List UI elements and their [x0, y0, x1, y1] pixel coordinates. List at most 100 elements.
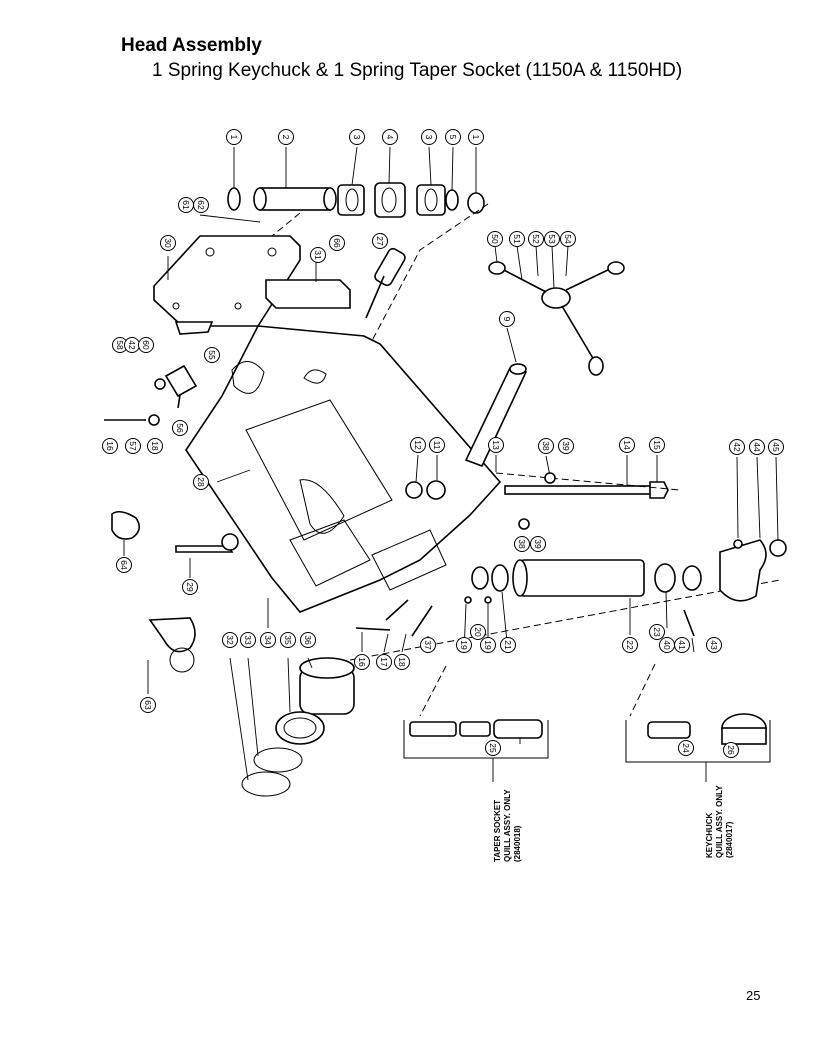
svg-text:2: 2	[281, 135, 291, 140]
svg-text:52: 52	[531, 234, 541, 244]
svg-text:28: 28	[196, 477, 206, 487]
svg-text:57: 57	[128, 441, 138, 451]
svg-text:18: 18	[397, 657, 407, 667]
callout-16: 16	[354, 654, 370, 670]
callout-18: 18	[394, 654, 410, 670]
svg-text:60: 60	[141, 340, 151, 350]
taper-label-line-3: (2840018)	[513, 825, 522, 862]
svg-text:19: 19	[483, 640, 493, 650]
svg-text:3: 3	[352, 135, 362, 140]
callout-3: 3	[349, 129, 365, 145]
svg-text:45: 45	[771, 442, 781, 452]
page-number: 25	[746, 988, 761, 1003]
callout-33: 33	[240, 632, 256, 648]
callout-24: 24	[678, 740, 694, 756]
svg-text:27: 27	[375, 236, 385, 246]
page-subtitle: 1 Spring Keychuck & 1 Spring Taper Socke…	[152, 60, 683, 81]
taper-socket-quill-assy	[403, 665, 549, 782]
svg-text:21: 21	[503, 640, 513, 650]
svg-text:39: 39	[533, 539, 543, 549]
callout-42: 42	[729, 439, 745, 455]
taper-socket-label: TAPER SOCKET QUILL ASSY. ONLY (2840018)	[493, 789, 522, 862]
svg-text:64: 64	[119, 560, 129, 570]
callout-35: 35	[280, 632, 296, 648]
callout-19: 19	[480, 637, 496, 653]
svg-text:12: 12	[413, 440, 423, 450]
callout-37: 37	[420, 637, 436, 653]
svg-text:15: 15	[652, 440, 662, 450]
svg-text:63: 63	[143, 700, 153, 710]
spindle-parts-row	[227, 146, 489, 421]
handle-hub	[365, 245, 625, 376]
svg-text:37: 37	[423, 640, 433, 650]
callout-45: 45	[768, 439, 784, 455]
callout-18: 18	[147, 438, 163, 454]
callout-44: 44	[749, 439, 765, 455]
callout-36: 36	[300, 632, 316, 648]
callout-21: 21	[500, 637, 516, 653]
svg-text:39: 39	[561, 441, 571, 451]
svg-text:24: 24	[681, 743, 691, 753]
callout-28: 28	[193, 474, 209, 490]
svg-text:18: 18	[150, 441, 160, 451]
svg-text:26: 26	[726, 745, 736, 755]
callout-30: 30	[160, 235, 176, 251]
callout-56: 56	[172, 420, 188, 436]
keychuck-arm	[719, 456, 787, 602]
svg-text:36: 36	[303, 635, 313, 645]
svg-text:32: 32	[225, 635, 235, 645]
svg-text:34: 34	[263, 635, 273, 645]
callout-14: 14	[619, 437, 635, 453]
rack-assembly	[405, 454, 681, 530]
callout-16: 16	[102, 438, 118, 454]
cover-plate-group	[153, 214, 351, 335]
callout-50: 50	[487, 231, 503, 247]
svg-text:33: 33	[243, 635, 253, 645]
callout-52: 52	[528, 231, 544, 247]
svg-text:16: 16	[105, 441, 115, 451]
callout-40: 40	[659, 637, 675, 653]
callout-39: 39	[530, 536, 546, 552]
svg-text:38: 38	[517, 539, 527, 549]
svg-text:38: 38	[541, 441, 551, 451]
svg-text:43: 43	[709, 640, 719, 650]
svg-text:62: 62	[196, 200, 206, 210]
callout-20: 20	[470, 624, 486, 640]
svg-text:44: 44	[752, 442, 762, 452]
callout-27: 27	[372, 233, 388, 249]
callout-32: 32	[222, 632, 238, 648]
callout-9: 9	[499, 311, 515, 327]
svg-text:35: 35	[283, 635, 293, 645]
keychuck-label-line-2: QUILL ASSY. ONLY	[715, 785, 724, 858]
callout-11: 11	[429, 437, 445, 453]
svg-text:51: 51	[512, 234, 522, 244]
callout-66: 66	[329, 235, 345, 251]
svg-text:22: 22	[625, 640, 635, 650]
callout-61: 61	[178, 197, 194, 213]
callout-54: 54	[560, 231, 576, 247]
callout-60: 60	[138, 337, 154, 353]
callout-64: 64	[116, 557, 132, 573]
svg-text:16: 16	[357, 657, 367, 667]
callout-5: 5	[445, 129, 461, 145]
pin-parts	[355, 591, 695, 653]
svg-text:25: 25	[488, 743, 498, 753]
keychuck-label: KEYCHUCK QUILL ASSY. ONLY (2840017)	[705, 785, 734, 858]
svg-text:54: 54	[563, 234, 573, 244]
page-title: Head Assembly	[121, 35, 262, 56]
svg-text:20: 20	[473, 627, 483, 637]
svg-text:13: 13	[491, 440, 501, 450]
svg-text:40: 40	[662, 640, 672, 650]
keychuck-label-line-1: KEYCHUCK	[705, 812, 714, 858]
svg-text:9: 9	[502, 317, 512, 322]
svg-text:1: 1	[471, 135, 481, 140]
callout-23: 23	[649, 624, 665, 640]
keychuck-label-line-3: (2840017)	[725, 821, 734, 858]
callout-2: 2	[278, 129, 294, 145]
callout-55: 55	[204, 347, 220, 363]
callout-43: 43	[706, 637, 722, 653]
callout-57: 57	[125, 438, 141, 454]
svg-text:41: 41	[677, 640, 687, 650]
